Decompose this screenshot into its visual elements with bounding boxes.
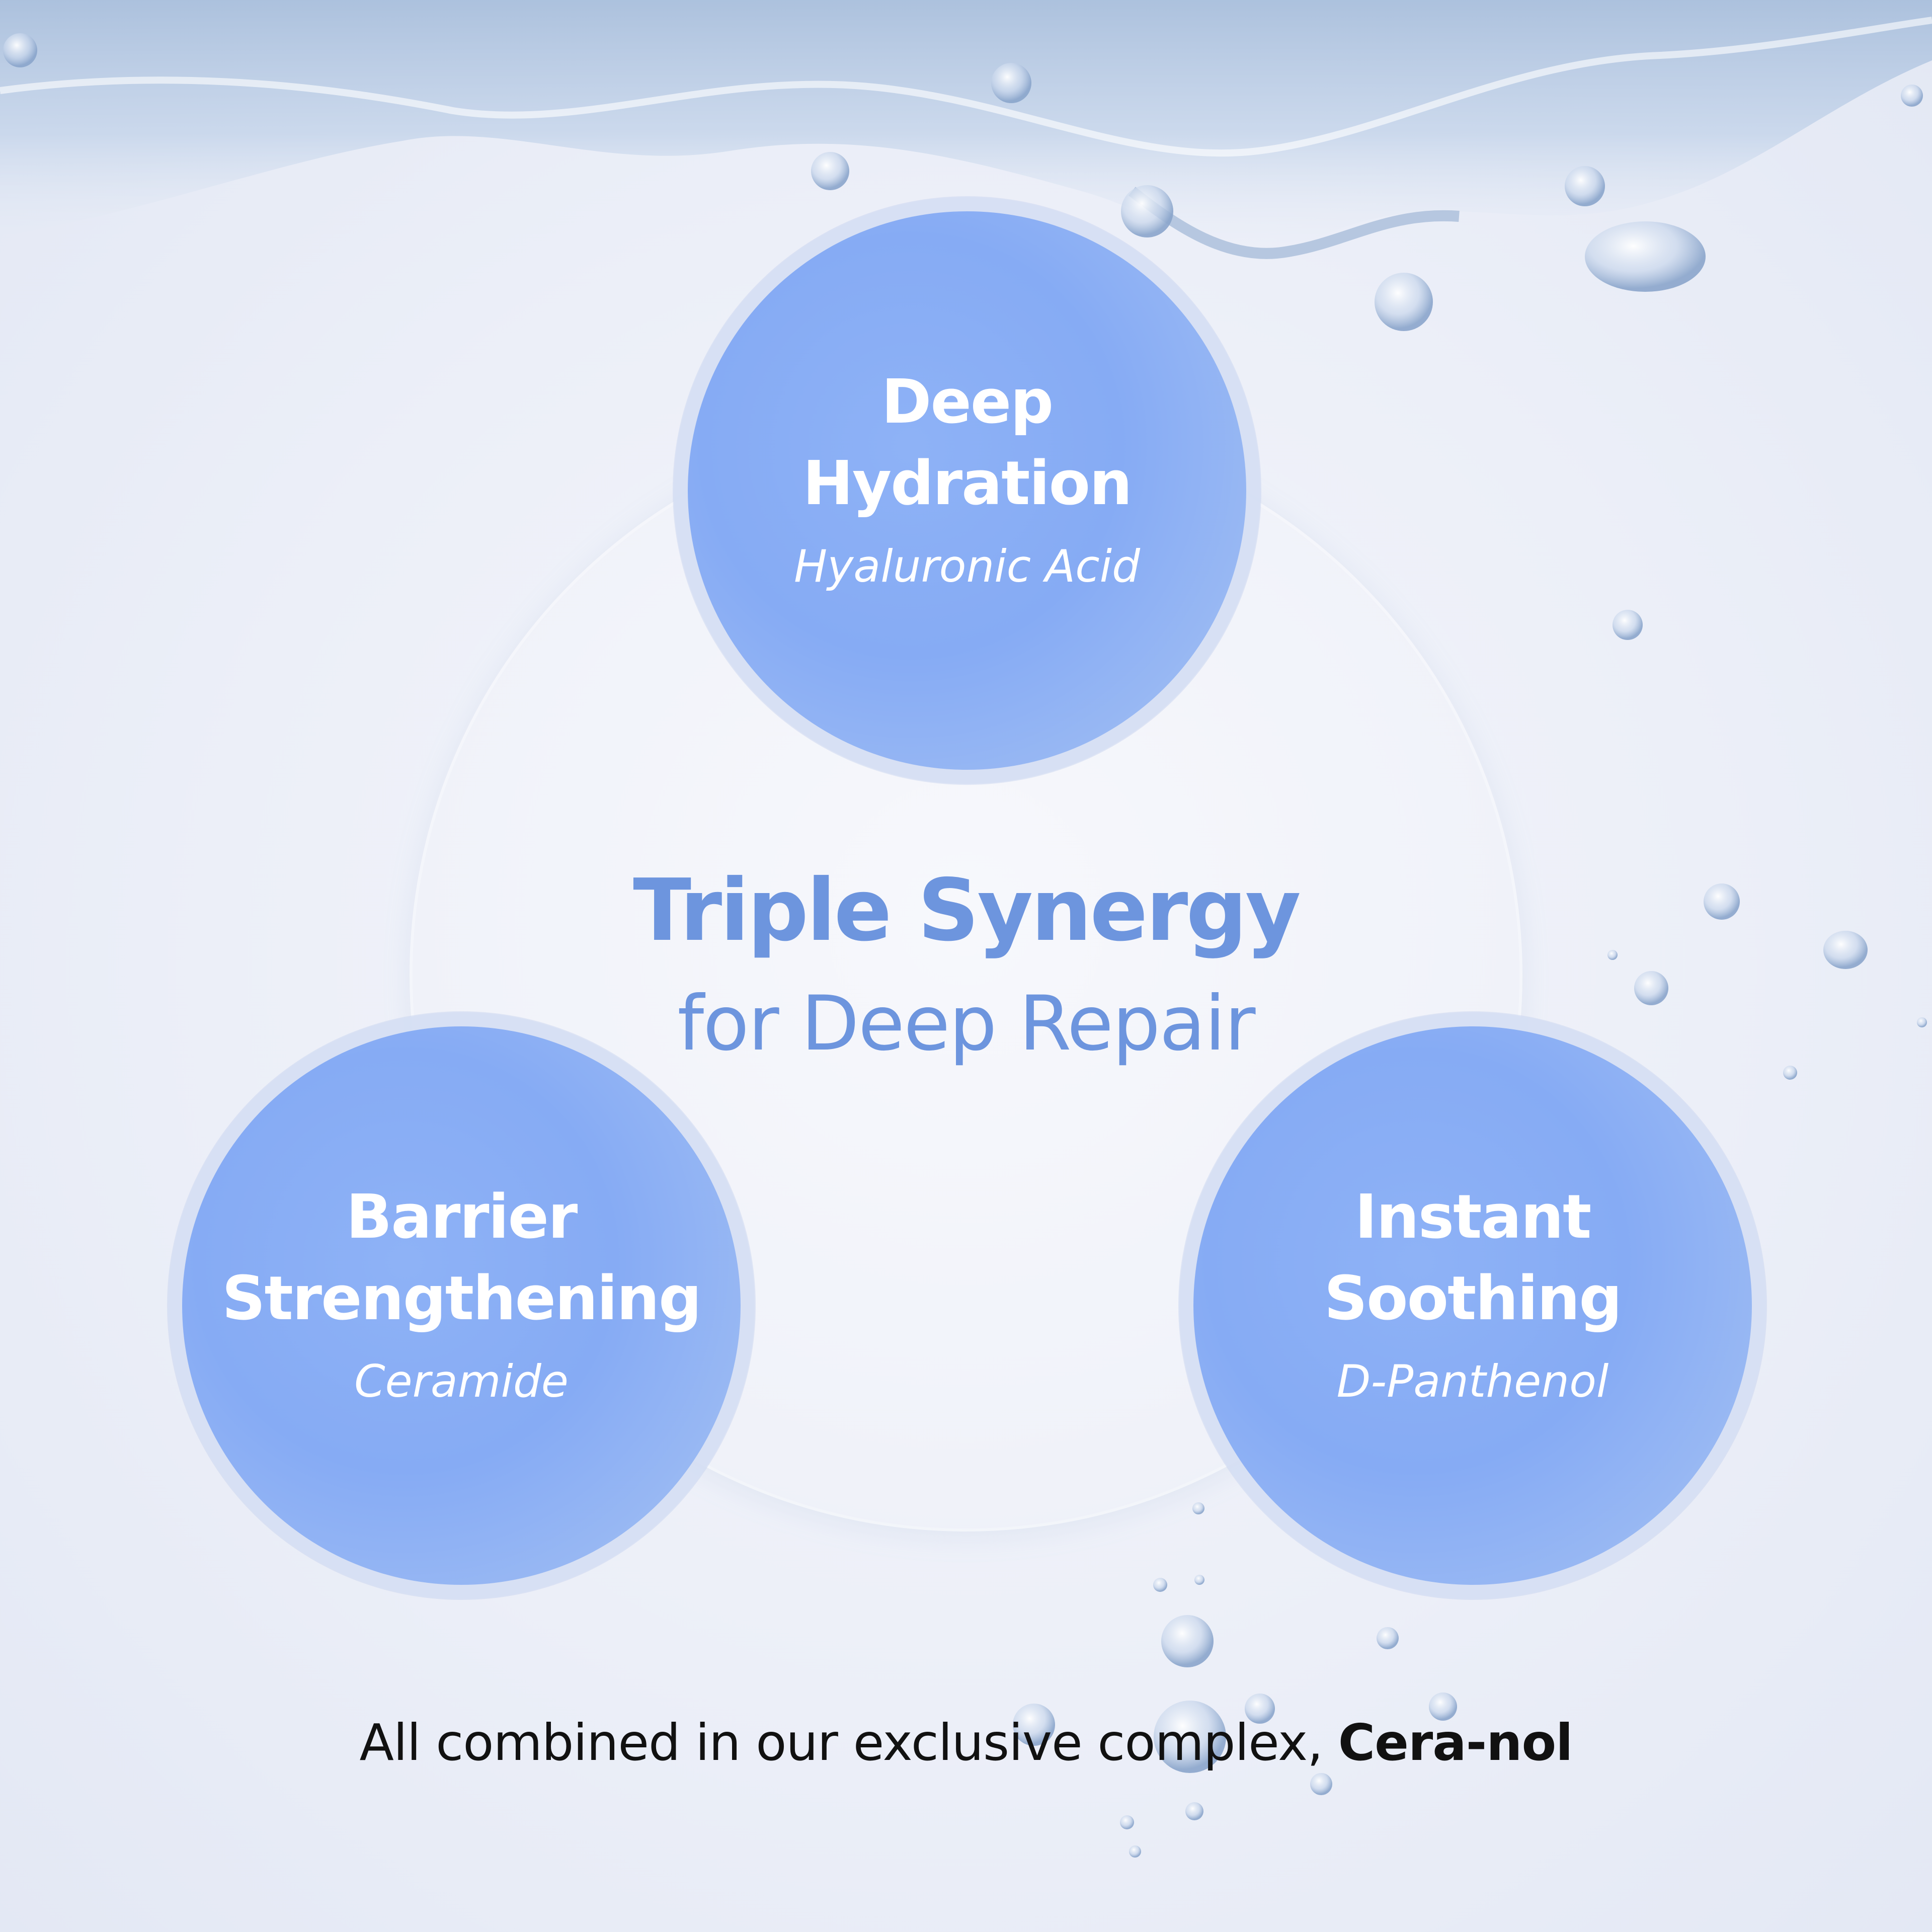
benefit-title-line1: Deep [881, 367, 1054, 437]
benefit-title-line1: Instant [1354, 1182, 1592, 1252]
benefit-circle-barrier-strengthening: Barrier Strengthening Ceramide [182, 1026, 741, 1585]
footer-brand-name: Cera-nol [1338, 1713, 1573, 1772]
benefit-title-line2: Soothing [1324, 1264, 1623, 1334]
benefit-ingredient: Ceramide [354, 1355, 569, 1407]
water-wave-shape [0, 0, 1932, 245]
benefit-ingredient: Hyaluronic Acid [794, 540, 1140, 592]
benefit-circle-instant-soothing: Instant Soothing D-Panthenol [1193, 1026, 1752, 1585]
headline-subtitle: for Deep Repair [677, 980, 1255, 1068]
headline-block: Triple Synergy for Deep Repair [413, 855, 1519, 1082]
footer-tagline: All combined in our exclusive complex, C… [0, 1713, 1932, 1772]
benefit-circle-deep-hydration: Deep Hydration Hyaluronic Acid [688, 211, 1246, 770]
footer-text: All combined in our exclusive complex, [359, 1713, 1323, 1772]
benefit-title-line2: Hydration [802, 449, 1132, 519]
headline-title: Triple Synergy [633, 861, 1301, 960]
benefit-ingredient: D-Panthenol [1336, 1355, 1609, 1407]
benefit-title-line2: Strengthening [222, 1264, 702, 1334]
benefit-title-line1: Barrier [346, 1182, 578, 1252]
